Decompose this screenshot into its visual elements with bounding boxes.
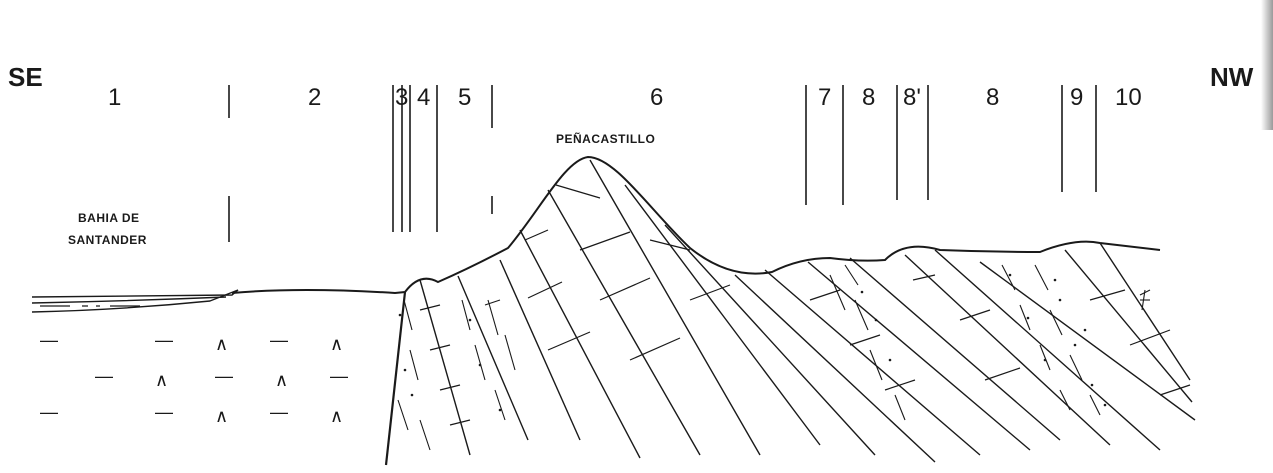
direction-se: SE — [8, 62, 43, 92]
unit-label-10: 10 — [1115, 84, 1142, 111]
strata-fine-texture — [398, 265, 1150, 450]
bay-water — [32, 290, 238, 312]
unit-label-7: 7 — [818, 84, 831, 111]
ground-surface — [232, 157, 1160, 293]
direction-nw: NW — [1210, 62, 1254, 92]
unit-label-1: 1 — [108, 84, 121, 111]
svg-text:∧: ∧ — [330, 406, 343, 426]
sediment-symbols: — — ∧ — ∧ — ∧ — ∧ — — — ∧ — ∧ — [40, 330, 348, 426]
svg-text:—: — — [155, 330, 173, 350]
fault-line — [386, 292, 405, 465]
svg-text:—: — — [270, 402, 288, 422]
unit-label-5: 5 — [458, 84, 471, 111]
svg-text:—: — — [155, 402, 173, 422]
unit-label-9: 9 — [1070, 84, 1083, 111]
unit-label-6: 6 — [650, 84, 663, 111]
peak-name: PEÑACASTILLO — [556, 131, 655, 146]
svg-text:—: — — [215, 366, 233, 386]
strata-bedding — [420, 160, 1195, 462]
svg-text:∧: ∧ — [215, 406, 228, 426]
bay-name-line2: SANTANDER — [68, 233, 147, 247]
svg-text:—: — — [270, 330, 288, 350]
unit-label-8b: 8 — [986, 84, 999, 111]
unit-label-2: 2 — [308, 84, 321, 111]
svg-text:—: — — [40, 402, 58, 422]
svg-text:∧: ∧ — [275, 370, 288, 390]
bay-name-line1: BAHIA DE — [78, 211, 140, 225]
unit-label-8-prime: 8' — [903, 84, 921, 111]
svg-text:∧: ∧ — [155, 370, 168, 390]
svg-text:—: — — [95, 366, 113, 386]
svg-text:∧: ∧ — [330, 334, 343, 354]
svg-text:∧: ∧ — [215, 334, 228, 354]
unit-label-8a: 8 — [862, 84, 875, 111]
svg-text:—: — — [330, 366, 348, 386]
unit-label-4: 4 — [417, 84, 430, 111]
svg-text:—: — — [40, 330, 58, 350]
